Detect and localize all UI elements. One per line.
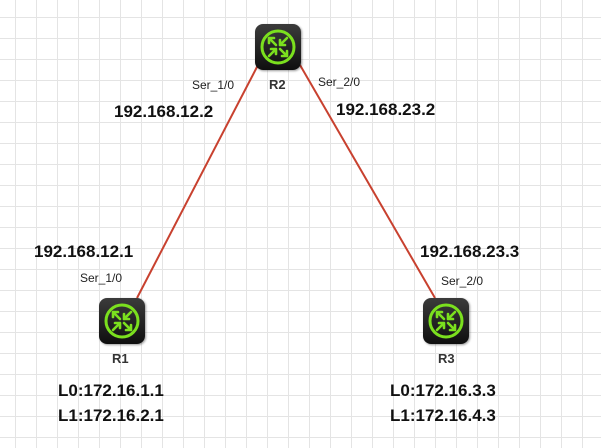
router-icon [428,303,464,339]
r3-ip-23: 192.168.23.3 [420,242,520,261]
router-r2-label: R2 [269,77,286,92]
router-r1[interactable] [99,298,145,344]
r3-ser2-0-label: Ser_2/0 [441,274,484,288]
router-r3-label: R3 [438,351,455,366]
r2-ip-12: 192.168.12.2 [114,102,214,121]
r1-ip-12: 192.168.12.1 [34,242,134,261]
router-icon [104,303,140,339]
r1-ser1-0-label: Ser_1/0 [80,271,123,285]
router-r2[interactable] [255,24,301,70]
r2-ser1-0-label: Ser_1/0 [192,78,235,92]
link-r1-r2[interactable] [136,64,259,299]
r2-ip-23: 192.168.23.2 [336,100,436,119]
r1-loopbacks: L0:172.16.1.1 L1:172.16.2.1 [58,378,164,428]
r1-loopback-0: L0:172.16.1.1 [58,381,164,400]
link-r2-r3[interactable] [299,64,436,299]
r3-loopback-1: L1:172.16.4.3 [390,406,496,425]
router-r1-label: R1 [112,351,129,366]
router-icon [260,29,296,65]
r2-ser2-0-label: Ser_2/0 [318,75,361,89]
r1-loopback-1: L1:172.16.2.1 [58,406,164,425]
r3-loopback-0: L0:172.16.3.3 [390,381,496,400]
r3-loopbacks: L0:172.16.3.3 L1:172.16.4.3 [390,378,496,428]
router-r3[interactable] [423,298,469,344]
